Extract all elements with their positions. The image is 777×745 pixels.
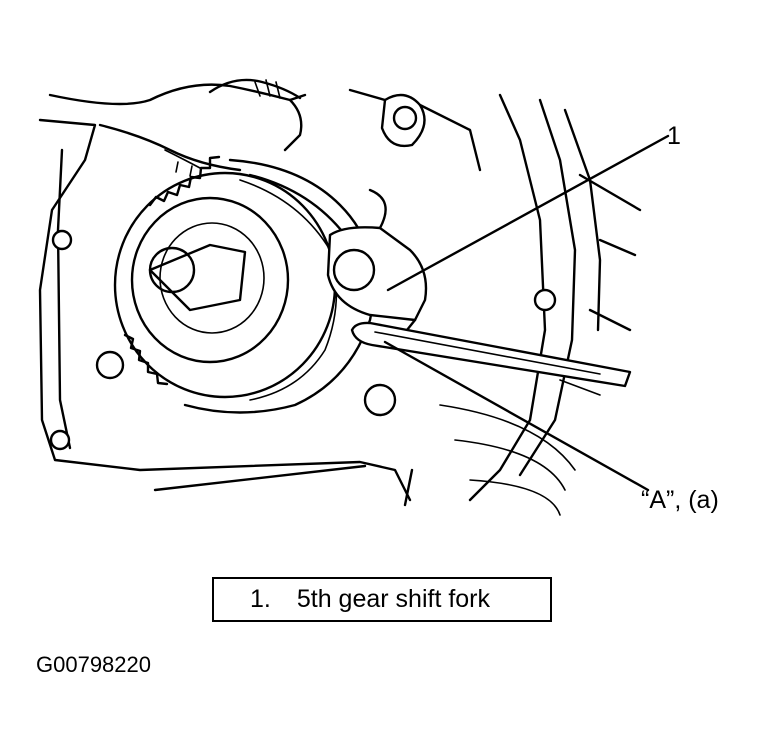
legend-item-text: 5th gear shift fork [296, 585, 491, 613]
leader-line-a [383, 340, 650, 492]
case-bolts [49, 88, 557, 451]
figure-id: G00798220 [36, 652, 151, 677]
transmission-case [38, 93, 642, 516]
legend-item-number: 1. [250, 585, 271, 613]
hand [48, 78, 307, 177]
transmission-illustration [38, 78, 670, 516]
leader-lines [383, 134, 670, 492]
legend-box: 1. 5th gear shift fork [212, 577, 552, 622]
leader-line-1 [386, 134, 670, 292]
shift-fork [326, 188, 428, 347]
callout-label-a: “A”, (a) [641, 486, 719, 514]
callout-label-1: 1 [667, 122, 681, 150]
feeler-gauge [350, 321, 632, 388]
